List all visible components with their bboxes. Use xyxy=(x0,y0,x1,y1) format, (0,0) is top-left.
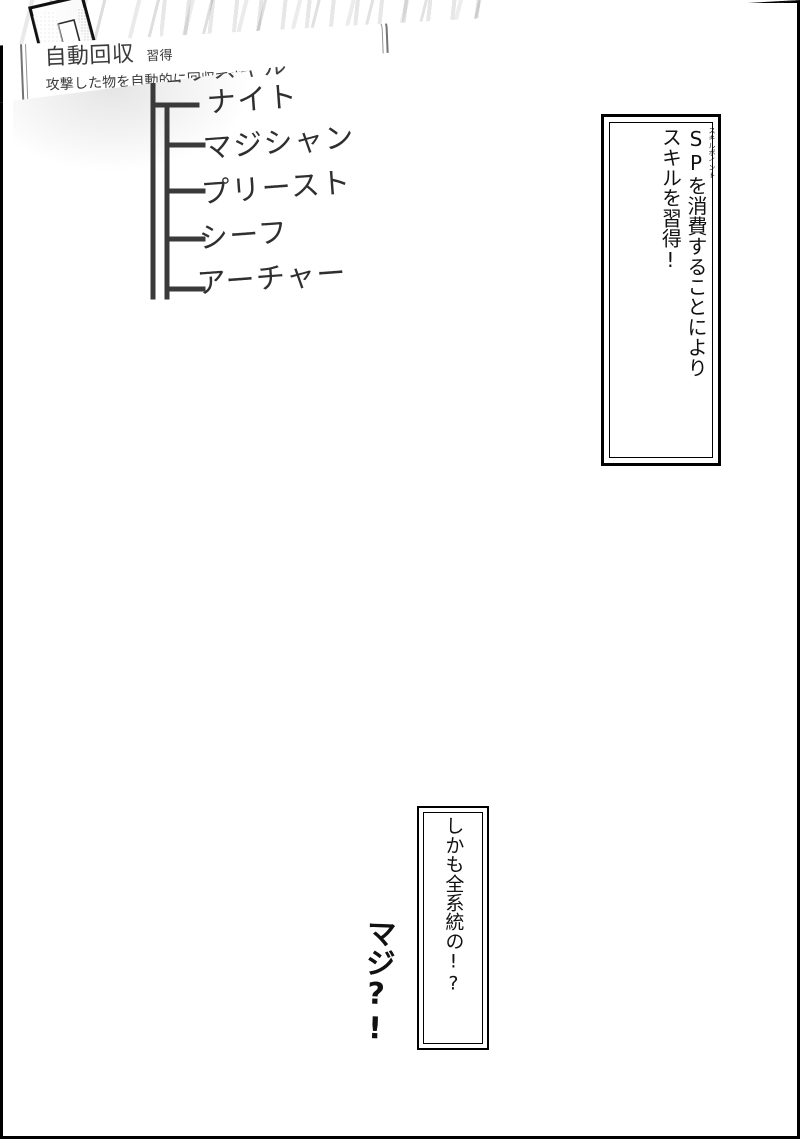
job-tree-connector-icon xyxy=(150,83,206,300)
sp-line-rest: を消費することにより xyxy=(684,175,708,378)
narration-box-all-systems-line: しかも全系統の!? xyxy=(442,816,465,995)
sp-ruby-furigana: スキルポイント xyxy=(708,127,716,179)
narration-box-all-systems-content: しかも全系統の!? xyxy=(427,816,479,1040)
sfx-maji: マジ?! xyxy=(356,917,397,1047)
narration-box-sp-inner-border xyxy=(609,122,713,458)
sp-ruby-base: SP xyxy=(684,127,708,176)
skill-state-badge: 習得 xyxy=(146,48,174,65)
narration-box-all-systems: しかも全系統の!? xyxy=(417,806,489,1050)
job-skills-list: ナイト マジシャン プリースト シーフ アーチャー xyxy=(196,79,433,306)
narration-box-sp-line-2: スキルを習得! xyxy=(658,127,683,273)
skill-name: 自動回収 xyxy=(44,41,135,71)
